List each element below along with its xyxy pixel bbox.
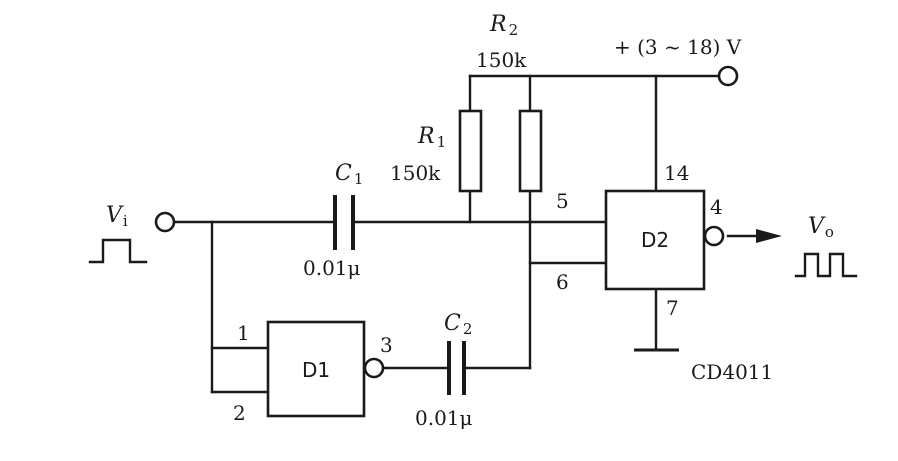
pin-3-label: 3 [380, 333, 393, 357]
input-label: Vi [106, 203, 128, 230]
d1-label: D1 [302, 358, 330, 382]
pin-2-label: 2 [233, 401, 246, 425]
gate-d1[interactable] [266, 320, 366, 418]
input-terminal[interactable] [154, 211, 176, 233]
input-pulse-icon [88, 238, 148, 264]
c2-value: 0.01μ [415, 406, 473, 430]
resistor-r1[interactable] [458, 109, 483, 193]
chip-label: CD4011 [691, 360, 773, 384]
pin-5-label: 5 [556, 189, 569, 213]
output-label: Vo [808, 214, 834, 241]
pin-1-label: 1 [237, 321, 250, 345]
pin-7-label: 7 [666, 296, 679, 320]
pin-4-label: 4 [710, 195, 723, 219]
inverter-bubble-d1 [363, 357, 385, 379]
resistor-r2[interactable] [518, 109, 543, 193]
c1-value: 0.01μ [303, 256, 361, 280]
d2-label: D2 [641, 228, 669, 252]
supply-label: + (3 ~ 18) V [614, 35, 742, 59]
output-arrow-icon [756, 229, 782, 243]
inverter-bubble-d2 [703, 225, 725, 247]
r1-value: 150k [390, 161, 441, 185]
r2-value: 150k [476, 48, 527, 72]
output-pulse-train-icon [794, 252, 858, 278]
supply-terminal[interactable] [717, 65, 739, 87]
wires [173, 74, 782, 394]
pin-14-label: 14 [664, 161, 689, 185]
capacitor-c1[interactable] [333, 195, 355, 250]
gate-d2[interactable] [604, 189, 706, 291]
pin-6-label: 6 [556, 270, 569, 294]
capacitor-c2[interactable] [447, 341, 466, 395]
